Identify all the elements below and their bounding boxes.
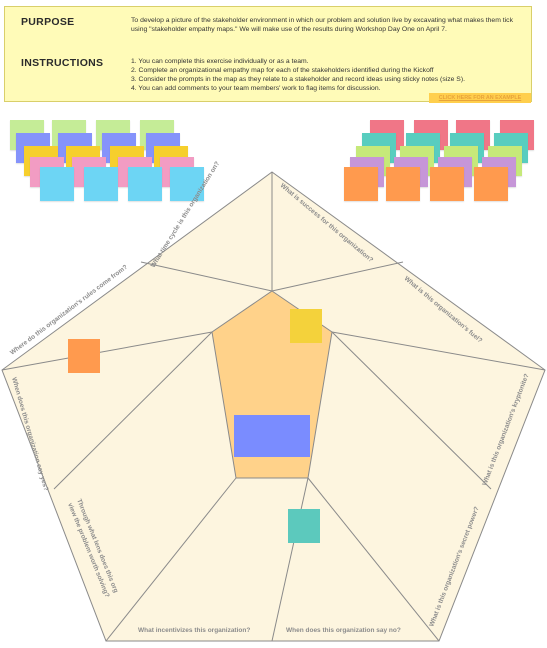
sticky-note[interactable] (128, 167, 162, 201)
sticky-note-yellow[interactable] (290, 309, 322, 343)
instruction-1: 1. You can complete this exercise indivi… (131, 58, 309, 65)
sticky-note[interactable] (40, 167, 74, 201)
example-link[interactable]: CLICK HERE FOR AN EXAMPLE (429, 93, 531, 103)
purpose-text: To develop a picture of the stakeholder … (131, 16, 527, 34)
instructions-panel: PURPOSE To develop a picture of the stak… (4, 6, 532, 103)
sticky-note[interactable] (84, 167, 118, 201)
instruction-4: 4. You can add comments to your team mem… (131, 85, 381, 92)
sticky-note[interactable] (386, 167, 420, 201)
sticky-note[interactable] (344, 167, 378, 201)
instruction-3: 3. Consider the prompts in the map as th… (131, 76, 465, 83)
instructions-list: 1. You can complete this exercise indivi… (131, 57, 527, 93)
purpose-label: PURPOSE (21, 16, 75, 28)
instruction-2: 2. Complete an organizational empathy ma… (131, 67, 434, 74)
purpose-paragraph: To develop a picture of the stakeholder … (131, 17, 513, 33)
prompt-say-no: When does this organization say no? (286, 627, 401, 634)
instructions-label: INSTRUCTIONS (21, 57, 104, 69)
sticky-note[interactable] (430, 167, 464, 201)
sticky-note-orange[interactable] (68, 339, 100, 373)
sticky-note[interactable] (170, 167, 204, 201)
sticky-note-center[interactable] (234, 415, 310, 457)
sticky-note[interactable] (474, 167, 508, 201)
prompt-incentivizes: What incentivizes this organization? (138, 627, 250, 634)
sticky-note-teal[interactable] (288, 509, 320, 543)
segment-dividers (1, 172, 546, 642)
